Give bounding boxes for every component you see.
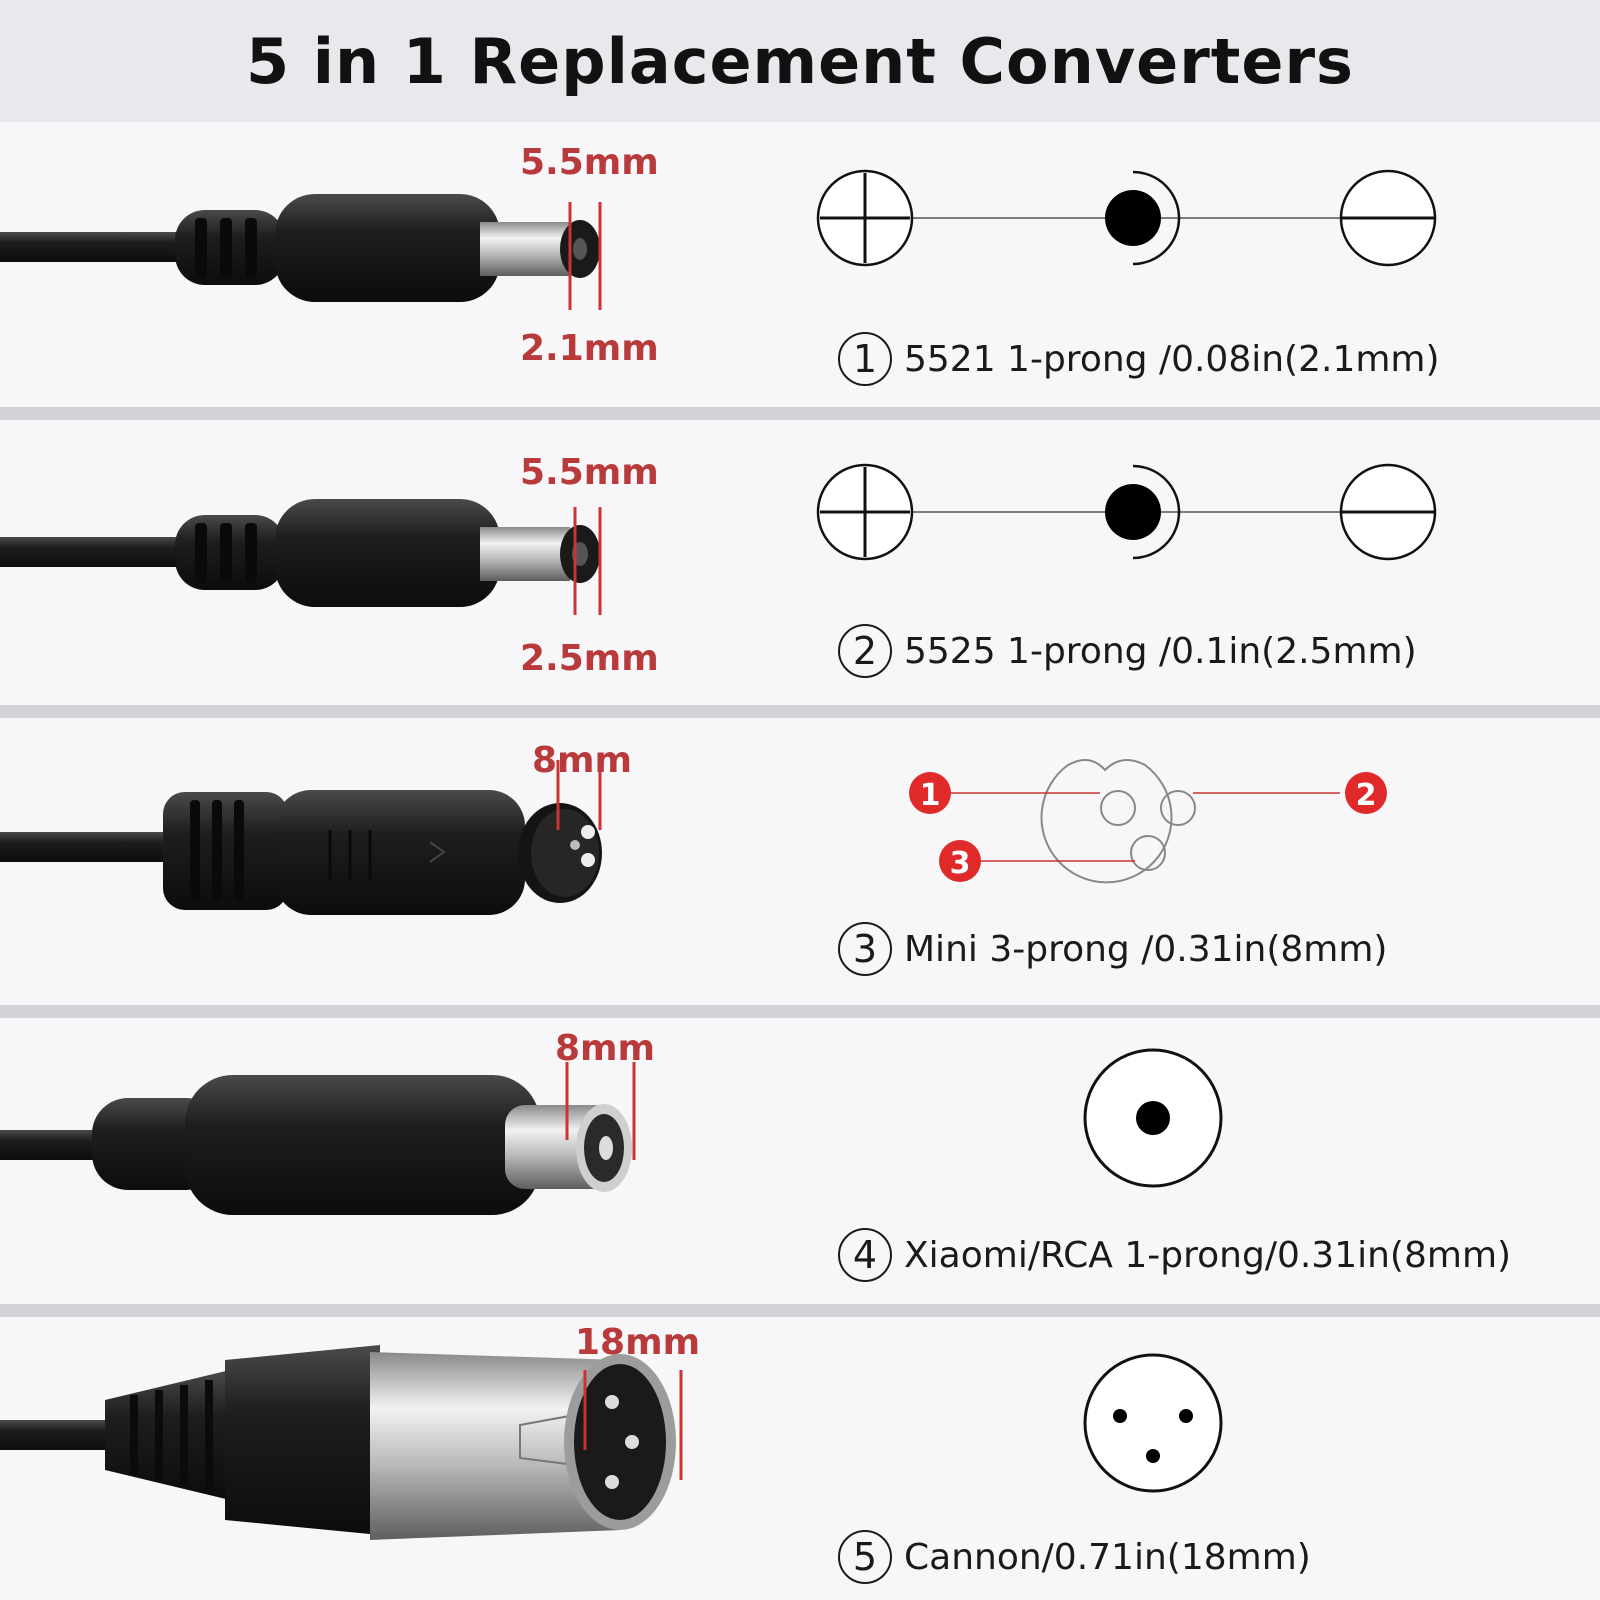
dimension-plug-diameter: 18mm <box>575 1322 701 1363</box>
pin-dot-icon <box>1179 1409 1193 1423</box>
pin-3-label: 3 <box>950 846 971 881</box>
three-pin-layout-diagram: 1 2 3 <box>909 759 1387 884</box>
xiaomi-rca-plug-image <box>0 1062 636 1215</box>
barrel-plug-5525-image <box>0 499 602 615</box>
dimension-plug-diameter: 8mm <box>532 740 633 781</box>
connector-spec: 5525 1-prong /0.1in(2.5mm) <box>904 630 1417 672</box>
pin-3-badge <box>939 840 981 882</box>
pin-2-label: 2 <box>1356 778 1377 813</box>
row-separator <box>0 705 1600 718</box>
connector-description: 1 5521 1-prong /0.08in(2.1mm) <box>838 332 1440 386</box>
row-separator <box>0 1304 1600 1317</box>
connector-spec: 5521 1-prong /0.08in(2.1mm) <box>904 338 1440 380</box>
connector-description: 3 Mini 3-prong /0.31in(8mm) <box>838 922 1387 976</box>
connector-spec: Mini 3-prong /0.31in(8mm) <box>904 928 1388 970</box>
single-pin-diagram <box>1083 1048 1223 1188</box>
connector-spec: Cannon/0.71in(18mm) <box>904 1536 1311 1578</box>
row-separator <box>0 407 1600 420</box>
barrel-plug-5521-image <box>0 194 602 310</box>
page-title: 5 in 1 Replacement Converters <box>246 24 1354 98</box>
dimension-inner-diameter: 2.1mm <box>520 328 659 369</box>
cannon-xlr-plug-image <box>0 1345 683 1540</box>
pin-dot-icon <box>1146 1449 1160 1463</box>
pin-1-label: 1 <box>920 778 941 813</box>
item-number-badge: 4 <box>838 1228 892 1282</box>
center-pin-icon <box>1105 484 1161 540</box>
connector-description: 2 5525 1-prong /0.1in(2.5mm) <box>838 624 1417 678</box>
pin-dot-icon <box>1113 1409 1127 1423</box>
mini-3-prong-plug-image <box>0 760 602 915</box>
item-number-badge: 5 <box>838 1530 892 1584</box>
dimension-outer-diameter: 5.5mm <box>520 452 659 493</box>
three-pin-xlr-diagram <box>1083 1353 1223 1493</box>
connector-spec: Xiaomi/RCA 1-prong/0.31in(8mm) <box>904 1234 1512 1276</box>
pin-1-badge <box>909 772 951 814</box>
connector-description: 4 Xiaomi/RCA 1-prong/0.31in(8mm) <box>838 1228 1511 1282</box>
polarity-diagram <box>816 169 1437 267</box>
pin-2-badge <box>1345 772 1387 814</box>
header-bar: 5 in 1 Replacement Converters <box>0 0 1600 122</box>
dimension-outer-diameter: 5.5mm <box>520 142 659 183</box>
item-number-badge: 1 <box>838 332 892 386</box>
polarity-diagram <box>816 463 1437 561</box>
dimension-plug-diameter: 8mm <box>555 1028 656 1069</box>
center-pin-icon <box>1136 1101 1170 1135</box>
item-number-badge: 2 <box>838 624 892 678</box>
connector-description: 5 Cannon/0.71in(18mm) <box>838 1530 1311 1584</box>
center-pin-icon <box>1105 190 1161 246</box>
item-number-badge: 3 <box>838 922 892 976</box>
dimension-inner-diameter: 2.5mm <box>520 638 659 679</box>
row-separator <box>0 1005 1600 1018</box>
